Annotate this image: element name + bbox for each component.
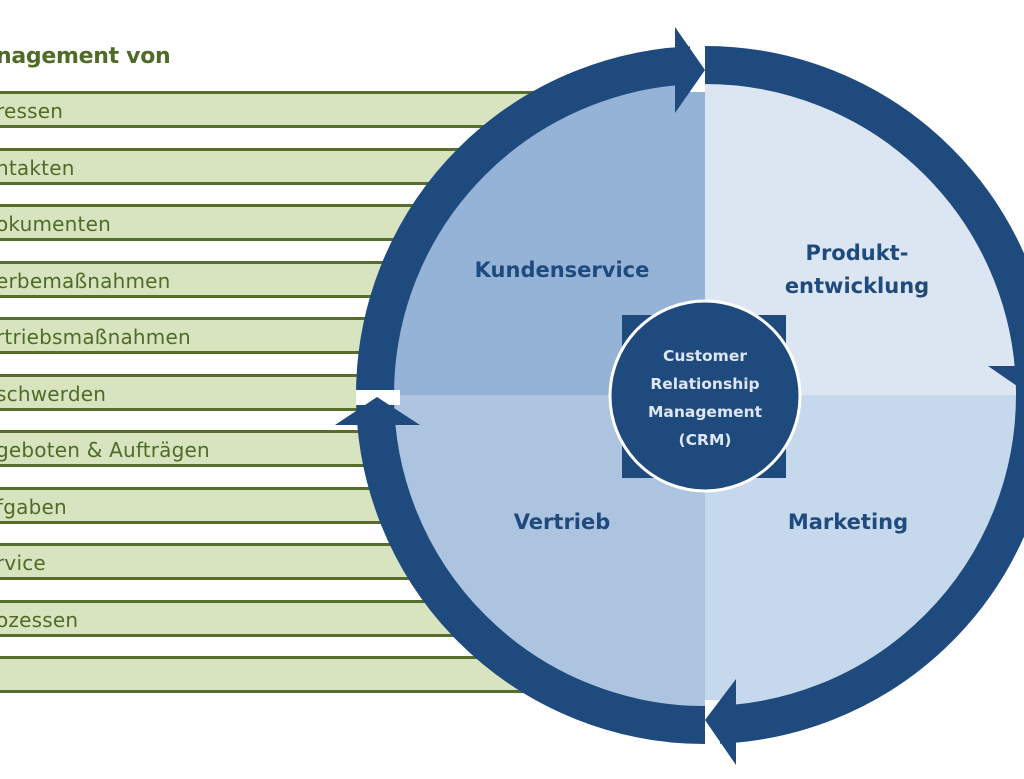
list-item-label: fgaben [0, 495, 67, 519]
list-item-label: ntakten [0, 156, 75, 180]
list-heading: nagement von [0, 44, 171, 69]
quadrant-label-marketing: Marketing [788, 510, 908, 534]
arrow-right-down-icon [988, 366, 1024, 391]
center-label-line4: (CRM) [679, 431, 732, 449]
quadrant-label-produkt-line2: entwicklung [785, 274, 929, 298]
list-item-label: rvice [0, 551, 46, 575]
quadrant-label-kundenservice: Kundenservice [475, 258, 650, 282]
arrow-bottom-left-icon [705, 679, 736, 765]
quadrant-produktentwicklung [705, 70, 1024, 395]
list-item-label: ressen [0, 99, 64, 123]
quadrant-label-vertrieb: Vertrieb [514, 510, 611, 534]
center-circle[interactable] [608, 299, 802, 493]
arrow-top-right-icon [675, 27, 705, 113]
list-item-label: erbemaßnahmen [0, 269, 171, 293]
list-item-label: geboten & Aufträgen [0, 438, 210, 462]
quadrant-label-produkt-line1: Produkt- [806, 241, 909, 265]
arrow-left-up-icon [335, 390, 420, 425]
center-label-line2: Relationship [650, 375, 759, 393]
list-item-label: ozessen [0, 608, 79, 632]
center-label-line3: Management [648, 403, 763, 421]
list-item-label: okumenten [0, 212, 111, 236]
list-item-label: rtriebsmaßnahmen [0, 325, 191, 349]
quadrant-kundenservice [380, 70, 705, 395]
list-item-label: schwerden [0, 382, 107, 406]
center-label-line1: Customer [663, 347, 747, 365]
